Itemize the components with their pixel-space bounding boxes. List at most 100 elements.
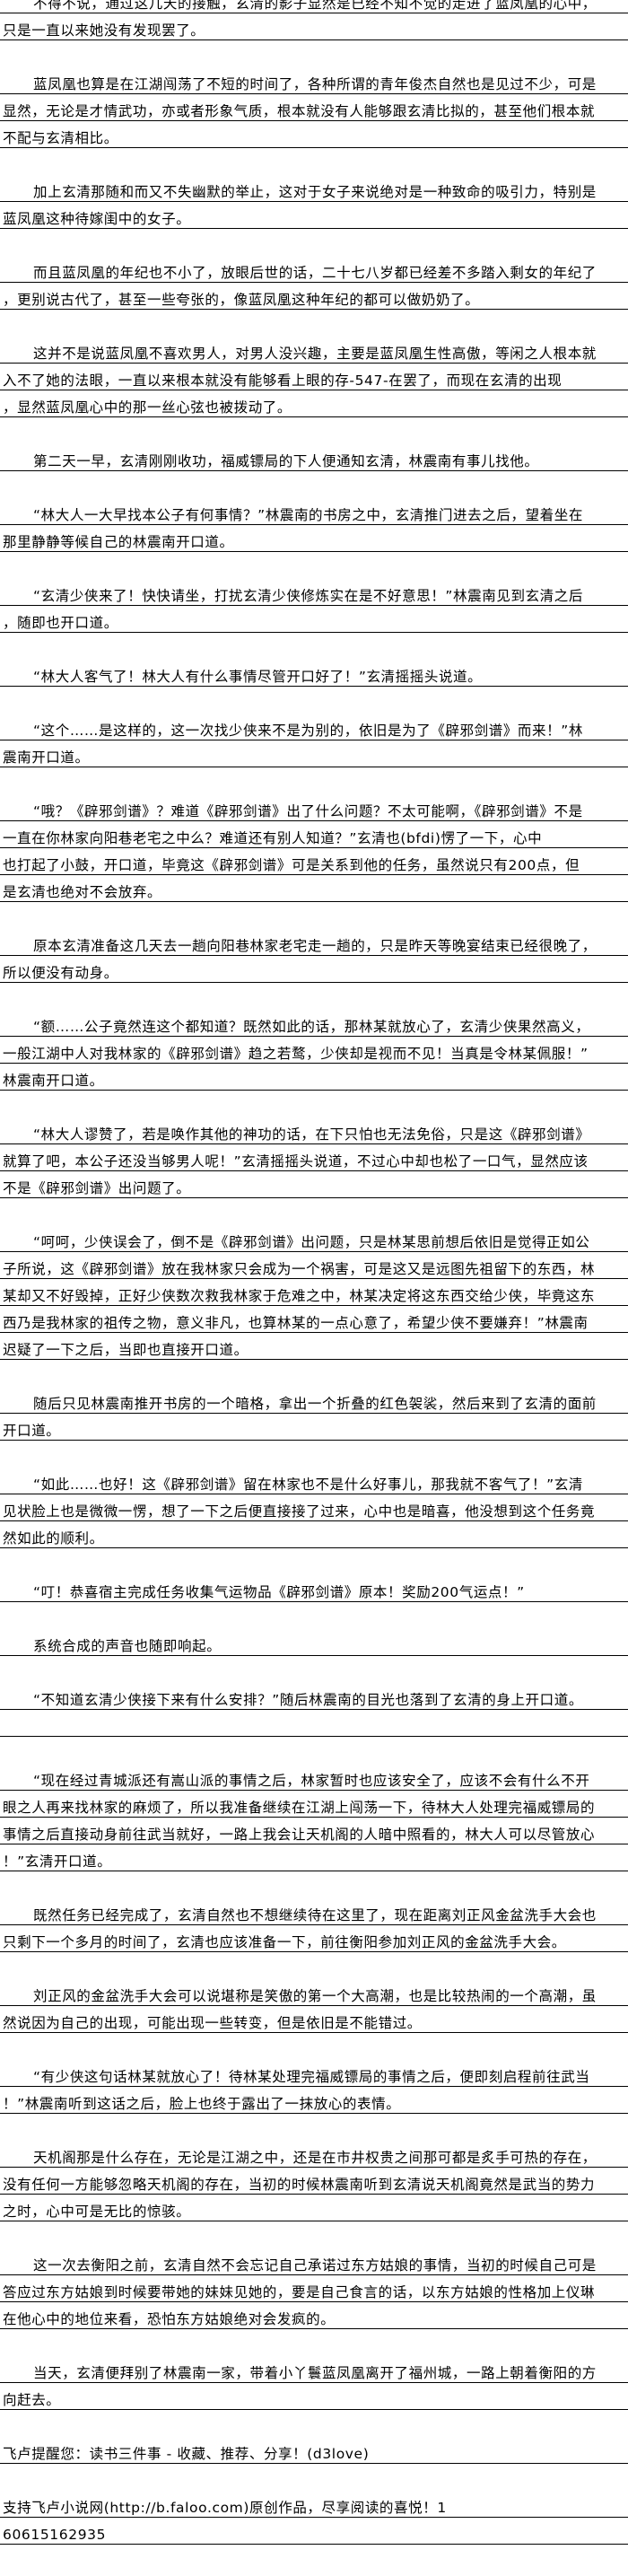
paragraph-spacer — [0, 687, 628, 714]
text-line: ，更别说古代了，甚至一些夸张的，像蓝凤凰这种年纪的都可以做奶奶了。 — [0, 283, 628, 310]
text-line: 原本玄清准备这几天去一趟向阳巷林家老宅走一趟的，只是昨天等晚宴结束已经很晚了， — [0, 929, 628, 956]
text-line: 也打起了小鼓，开口道，毕竟这《辟邪剑谱》可是关系到他的任务，虽然说只有200点，… — [0, 848, 628, 875]
text-line: “如此……也好！这《辟邪剑谱》留在林家也不是什么好事儿，那我就不客气了！”玄清 — [0, 1468, 628, 1494]
paragraph-text: 是玄清也绝对不会放弃。 — [3, 884, 162, 900]
paragraph-spacer — [0, 2464, 628, 2491]
paragraph-text: 开口道。 — [3, 1423, 61, 1439]
text-line: 这一次去衡阳之前，玄清自然不会忘记自己承诺过东方姑娘的事情，当初的时候自己可是 — [0, 2248, 628, 2275]
text-line: 蓝凤凰这种待嫁闺中的女子。 — [0, 202, 628, 229]
text-line: 开口道。 — [0, 1414, 628, 1441]
text-line: 所以便没有动身。 — [0, 956, 628, 983]
text-line: 天机阁那是什么存在，无论是江湖之中，还是在市井权贵之间那可都是炙手可热的存在， — [0, 2141, 628, 2168]
paragraph-text: 不得不说，通过这几天的接触，玄清的影子显然是已经不知不觉的走进了蓝凤凰的心中， — [33, 0, 597, 12]
paragraph-text: 答应过东方姑娘到时候要带她的妹妹见她的，要是自己食言的话，以东方姑娘的性格加上仪… — [3, 2284, 596, 2300]
text-line: “呵呵，少侠误会了，倒不是《辟邪剑谱》出问题，只是林某思前想后依旧是觉得正如公 — [0, 1225, 628, 1252]
paragraph-spacer — [0, 1091, 628, 1117]
paragraph-spacer — [0, 1360, 628, 1387]
text-line: 第二天一早，玄清刚刚收功，福威镖局的下人便通知玄清，林震南有事儿找他。 — [0, 444, 628, 471]
text-line: 之时，心中可是无比的惊骇。 — [0, 2195, 628, 2221]
paragraph-text: 西乃是我林家的祖传之物，意义非凡，也算林某的一点心意了，希望少侠不要嫌弃！”林震… — [3, 1315, 589, 1331]
paragraph-spacer — [0, 2114, 628, 2141]
paragraph-spacer — [0, 1952, 628, 1979]
paragraph-spacer — [0, 417, 628, 444]
paragraph-text: “林大人谬赞了，若是唤作其他的神功的话，在下只怕也无法免俗，只是这《辟邪剑谱》 — [33, 1126, 590, 1143]
text-line: 答应过东方姑娘到时候要带她的妹妹见她的，要是自己食言的话，以东方姑娘的性格加上仪… — [0, 2275, 628, 2302]
paragraph-text: 之时，心中可是无比的惊骇。 — [3, 2204, 191, 2220]
paragraph-text: “有少侠这句话林某就放心了！待林某处理完福威镖局的事情之后，便即刻启程前往武当 — [33, 2069, 590, 2085]
paragraph-text: “这个……是这样的，这一次找少侠来不是为别的，依旧是为了《辟邪剑谱》而来！”林 — [33, 723, 583, 739]
text-line: 而且蓝凤凰的年纪也不小了，放眼后世的话，二十七八岁都已经差不多踏入剩女的年纪了 — [0, 256, 628, 283]
paragraph-text: 向赶去。 — [3, 2392, 61, 2408]
paragraph-text: 这并不是说蓝凤凰不喜欢男人，对男人没兴趣，主要是蓝凤凰生性高傲，等闲之人根本就 — [33, 346, 597, 362]
paragraph-text: 蓝凤凰这种待嫁闺中的女子。 — [3, 211, 191, 227]
paragraph-text: 就算了吧，本公子还没当够男人呢！”玄清摇摇头说道，不过心中却也松了一口气，显然应… — [3, 1153, 589, 1170]
text-line: 刘正风的金盆洗手大会可以说堪称是笑傲的第一个大高潮，也是比较热闹的一个高潮，虽 — [0, 1979, 628, 2006]
text-line: 随后只见林震南推开书房的一个暗格，拿出一个折叠的红色袈裟，然后来到了玄清的面前 — [0, 1387, 628, 1414]
text-line: 见状脸上也是微微一愣，想了一下之后便直接接了过来，心中也是暗喜，他没想到这个任务… — [0, 1494, 628, 1521]
paragraph-text: “如此……也好！这《辟邪剑谱》留在林家也不是什么好事儿，那我就不客气了！”玄清 — [33, 1476, 583, 1493]
paragraph-text: 某却又不好毁掉，正好少侠数次救我林家于危难之中，林某决定将这东西交给少侠，毕竟这… — [3, 1288, 596, 1304]
text-line: 不是《辟邪剑谱》出问题了。 — [0, 1171, 628, 1198]
text-line: 那里静静等候自己的林震南开口道。 — [0, 525, 628, 552]
paragraph-text: 震南开口道。 — [3, 749, 90, 766]
text-line: 一般江湖中人对我林家的《辟邪剑谱》趋之若鹜，少侠却是视而不见！当真是令林某佩服！… — [0, 1037, 628, 1064]
paragraph-text: 第二天一早，玄清刚刚收功，福威镖局的下人便通知玄清，林震南有事儿找他。 — [33, 453, 539, 469]
paragraph-text: 蓝凤凰也算是在江湖闯荡了不短的时间了，各种所谓的青年俊杰自然也是见过不少，可是 — [33, 76, 597, 92]
paragraph-text: 所以便没有动身。 — [3, 965, 118, 981]
text-line: 向赶去。 — [0, 2383, 628, 2410]
paragraph-spacer — [0, 148, 628, 175]
text-line: “现在经过青城派还有嵩山派的事情之后，林家暂时也应该安全了，应该不会有什么不开 — [0, 1764, 628, 1791]
paragraph-text: ，显然蓝凤凰心中的那一丝心弦也被拨动了。 — [3, 399, 292, 416]
text-line: 眼之人再来找林家的麻烦了，所以我准备继续在江湖上闯荡一下，待林大人处理完福威镖局… — [0, 1791, 628, 1818]
paragraph-text: 既然任务已经完成了，玄清自然也不想继续待在这里了，现在距离刘正风金盆洗手大会也 — [33, 1907, 597, 1923]
text-line: 飞卢提醒您：读书三件事 - 收藏、推荐、分享！(d3love) — [0, 2437, 628, 2464]
paragraph-text: 系统合成的声音也随即响起。 — [33, 1638, 222, 1654]
paragraph-text: 入不了她的法眼，一直以来根本就没有能够看上眼的存-547-在罢了，而现在玄清的出… — [3, 372, 563, 389]
paragraph-spacer — [0, 310, 628, 337]
paragraph-text: 当天，玄清便拜别了林震南一家，带着小丫鬟蓝凤凰离开了福州城，一路上朝着衡阳的方 — [33, 2365, 597, 2381]
paragraph-text: 在他心中的地位来看，恐怕东方姑娘绝对会发疯的。 — [3, 2311, 336, 2327]
paragraph-spacer — [0, 2033, 628, 2060]
text-line: 这并不是说蓝凤凰不喜欢男人，对男人没兴趣，主要是蓝凤凰生性高傲，等闲之人根本就 — [0, 337, 628, 364]
text-line: 子所说，这《辟邪剑谱》放在我林家只会成为一个祸害，可是这又是远图先祖留下的东西，… — [0, 1252, 628, 1279]
text-line: 不得不说，通过这几天的接触，玄清的影子显然是已经不知不觉的走进了蓝凤凰的心中， — [0, 0, 628, 13]
text-line: 迟疑了一下之后，当即也直接开口道。 — [0, 1333, 628, 1360]
text-line: 事情之后直接动身前往武当就好，一路上我会让天机阁的人暗中照看的，林大人可以尽管放… — [0, 1818, 628, 1844]
paragraph-spacer — [0, 1602, 628, 1629]
paragraph-spacer — [0, 1871, 628, 1898]
text-line: 没有任何一方能够忽略天机阁的存在，当初的时候林震南听到玄清说天机阁竟然是武当的势… — [0, 2168, 628, 2195]
paragraph-text: “哦？《辟邪剑谱》？难道《辟邪剑谱》出了什么问题？不太可能啊，《辟邪剑谱》不是 — [33, 803, 583, 819]
paragraph-text: “林大人客气了！林大人有什么事情尽管开口好了！”玄清摇摇头说道。 — [33, 669, 483, 685]
text-line: 当天，玄清便拜别了林震南一家，带着小丫鬟蓝凤凰离开了福州城，一路上朝着衡阳的方 — [0, 2356, 628, 2383]
paragraph-text: 迟疑了一下之后，当即也直接开口道。 — [3, 1342, 249, 1358]
text-line: “林大人一大早找本公子有何事情？”林震南的书房之中，玄清推门进去之后，望着坐在 — [0, 498, 628, 525]
text-line: ，显然蓝凤凰心中的那一丝心弦也被拨动了。 — [0, 390, 628, 417]
text-line: “叮！恭喜宿主完成任务收集气运物品《辟邪剑谱》原本！奖励200气运点！” — [0, 1575, 628, 1602]
text-line: 不配与玄清相比。 — [0, 121, 628, 148]
paragraph-text: 而且蓝凤凰的年纪也不小了，放眼后世的话，二十七八岁都已经差不多踏入剩女的年纪了 — [33, 265, 597, 281]
paragraph-spacer — [0, 2329, 628, 2356]
paragraph-spacer — [0, 229, 628, 256]
paragraph-spacer — [0, 1656, 628, 1683]
paragraph-text: 林震南开口道。 — [3, 1073, 104, 1089]
text-line: 蓝凤凰也算是在江湖闯荡了不短的时间了，各种所谓的青年俊杰自然也是见过不少，可是 — [0, 67, 628, 94]
text-line: 显然，无论是才情武功，亦或者形象气质，根本就没有人能够跟玄清比拟的，甚至他们根本… — [0, 94, 628, 121]
paragraph-text: “现在经过青城派还有嵩山派的事情之后，林家暂时也应该安全了，应该不会有什么不开 — [33, 1773, 590, 1789]
paragraph-text: 这一次去衡阳之前，玄清自然不会忘记自己承诺过东方姑娘的事情，当初的时候自己可是 — [33, 2257, 597, 2274]
text-line: 只剩下一个多月的时间了，玄清也应该准备一下，前往衡阳参加刘正风的金盆洗手大会。 — [0, 1925, 628, 1952]
paragraph-text: 也打起了小鼓，开口道，毕竟这《辟邪剑谱》可是关系到他的任务，虽然说只有200点，… — [3, 857, 580, 873]
paragraph-text: “不知道玄清少侠接下来有什么安排？”随后林震南的目光也落到了玄清的身上开口道。 — [33, 1692, 583, 1708]
paragraph-spacer — [0, 40, 628, 67]
paragraph-text: 一般江湖中人对我林家的《辟邪剑谱》趋之若鹜，少侠却是视而不见！当真是令林某佩服！… — [3, 1046, 589, 1062]
paragraph-text: 天机阁那是什么存在，无论是江湖之中，还是在市井权贵之间那可都是炙手可热的存在， — [33, 2150, 597, 2166]
text-line: 加上玄清那随和而又不失幽默的举止，这对于女子来说绝对是一种致命的吸引力，特别是 — [0, 175, 628, 202]
paragraph-text: 只剩下一个多月的时间了，玄清也应该准备一下，前往衡阳参加刘正风的金盆洗手大会。 — [3, 1934, 566, 1950]
paragraph-text: 加上玄清那随和而又不失幽默的举止，这对于女子来说绝对是一种致命的吸引力，特别是 — [33, 184, 597, 200]
text-line: 支持飞卢小说网(http://b.faloo.com)原创作品，尽享阅读的喜悦！… — [0, 2491, 628, 2518]
paragraph-spacer — [0, 1548, 628, 1575]
text-line: 某却又不好毁掉，正好少侠数次救我林家于危难之中，林某决定将这东西交给少侠，毕竟这… — [0, 1279, 628, 1306]
paragraph-text: 不配与玄清相比。 — [3, 130, 118, 146]
paragraph-spacer — [0, 552, 628, 579]
paragraph-text: 显然，无论是才情武功，亦或者形象气质，根本就没有人能够跟玄清比拟的，甚至他们根本… — [3, 103, 596, 119]
text-line: ，随即也开口道。 — [0, 606, 628, 633]
